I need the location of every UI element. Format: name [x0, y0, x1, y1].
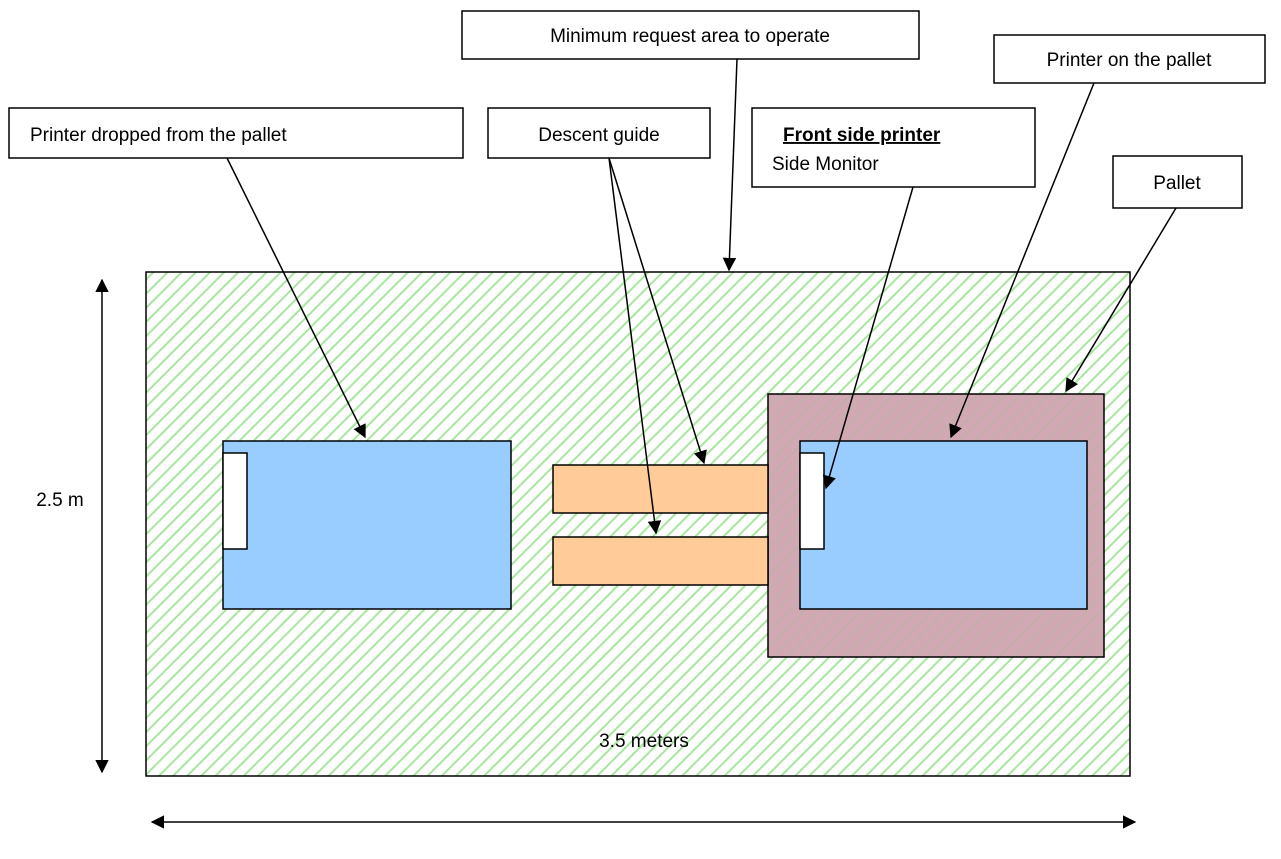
descent-guide-upper — [552, 464, 769, 514]
printer-dropped-monitor — [222, 452, 248, 550]
dimension-width-label: 3.5 meters — [599, 731, 689, 752]
arrow-min-area — [722, 58, 738, 272]
label-box-printer-dropped — [8, 107, 464, 159]
label-side-monitor: Side Monitor — [772, 154, 879, 175]
label-printer-dropped: Printer dropped from the pallet — [30, 125, 287, 146]
label-box-front-side — [751, 107, 1036, 188]
arrow-printer-dropped — [226, 157, 366, 439]
label-box-min-area — [461, 10, 920, 60]
arrow-descent-guide-upper — [608, 157, 707, 465]
label-box-descent-guide — [487, 107, 711, 159]
arrow-side-monitor — [822, 186, 914, 490]
label-min-area: Minimum request area to operate — [550, 26, 830, 47]
printer-on-pallet — [799, 440, 1088, 610]
arrow-printer-on-pallet — [949, 82, 1095, 439]
arrow-pallet — [1065, 207, 1177, 393]
arrow-descent-guide-lower — [608, 157, 662, 535]
side-monitor — [799, 452, 825, 550]
label-printer-on-pallet: Printer on the pallet — [1047, 50, 1212, 71]
label-box-printer-on-pallet — [993, 34, 1266, 84]
label-pallet: Pallet — [1153, 173, 1201, 194]
label-box-pallet — [1112, 155, 1243, 209]
dimension-height-label: 2.5 m — [36, 490, 84, 511]
printer-dropped — [222, 440, 512, 610]
descent-guide-lower — [552, 536, 769, 586]
label-descent-guide: Descent guide — [538, 125, 659, 146]
label-front-side-printer: Front side printer — [783, 125, 941, 146]
